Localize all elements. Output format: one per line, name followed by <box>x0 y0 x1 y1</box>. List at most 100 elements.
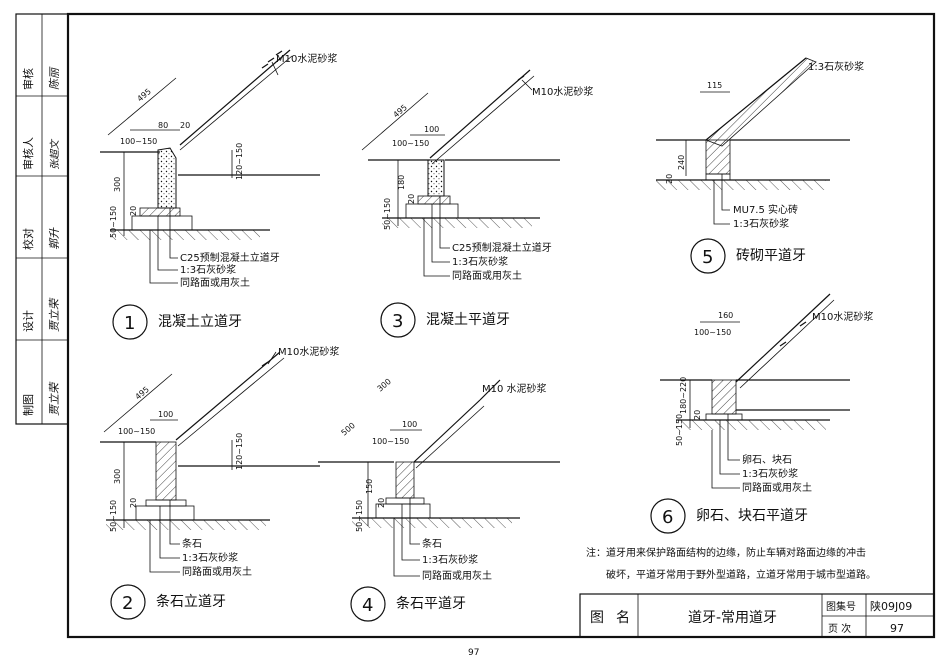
d3-label-2: 同路面或用灰土 <box>452 269 522 282</box>
d6-dim-3: 50~150 <box>675 414 684 446</box>
note-line-2: 破坏，平道牙常用于野外型道路，立道牙常用于城市型道路。 <box>606 568 876 581</box>
detail-5: 115 240 20 1:3石灰砂浆 MU7.5 实心砖 1:3石灰砂浆 5 砖… <box>656 57 864 274</box>
d2-dim-4: 300 <box>113 469 122 484</box>
d2-label-1: 1:3石灰砂浆 <box>182 551 238 564</box>
title-label-ming: 名 <box>616 610 630 626</box>
d1-dim-6: 50~150 <box>109 206 118 238</box>
d3-label-1: 1:3石灰砂浆 <box>452 255 508 268</box>
side-role-3: 校对 <box>21 228 35 250</box>
d4-number-circle <box>350 586 386 622</box>
d4-dim-4: 150 <box>365 479 374 494</box>
side-sig-4: 贾立荣 <box>48 297 61 332</box>
d2-dim-2: 100~150 <box>118 427 155 436</box>
d2-dim-3: 120~150 <box>235 433 244 470</box>
d6-title: 卵石、块石平道牙 <box>696 508 808 524</box>
side-role-5: 制图 <box>22 394 35 416</box>
page-label: 页 次 <box>828 622 851 635</box>
d3-label-0: C25预制混凝土立道牙 <box>452 241 552 254</box>
detail-4: 300 500 100 100~150 150 50~150 20 M10 水泥… <box>318 377 560 622</box>
d5-number: 5 <box>702 247 713 268</box>
d4-label-0: 条石 <box>422 537 442 550</box>
d6-label-0: 卵石、块石 <box>742 454 792 466</box>
d3-dim-0: 495 <box>392 103 409 120</box>
d6-mortar: M10水泥砂浆 <box>812 310 873 323</box>
d3-mortar: M10水泥砂浆 <box>532 85 593 98</box>
d1-dim-1: 80 <box>158 121 168 130</box>
side-sig-1: 陈丽 <box>48 66 61 90</box>
side-sig-3: 郭升 <box>48 227 61 250</box>
detail-3: 495 100 100~150 180 50~150 20 M10水泥砂浆 C2… <box>361 69 593 338</box>
detail-6: 160 100~150 180~220 50~150 20 M10水泥砂浆 卵石… <box>650 293 873 534</box>
d2-number: 2 <box>122 593 133 614</box>
d2-dim-0: 495 <box>134 385 151 402</box>
d5-dim-2: 20 <box>665 174 674 184</box>
side-sig-5: 贾立荣 <box>48 381 61 416</box>
note-block: 注：道牙用来保护路面结构的边缘，防止车辆对路面边缘的冲击 破坏，平道牙常用于野外… <box>586 546 876 581</box>
side-panel: 审核 陈丽 审核人 张超文 校对 郭升 设计 贾立荣 制图 贾立荣 <box>15 13 69 425</box>
drawing-name: 道牙-常用道牙 <box>688 610 777 626</box>
d5-label-0: MU7.5 实心砖 <box>733 203 798 216</box>
title-label-tu: 图 <box>590 610 604 626</box>
d3-title: 混凝土平道牙 <box>426 312 510 328</box>
d3-dim-2: 100~150 <box>392 139 429 148</box>
d1-number-circle <box>112 304 148 340</box>
atlas-value: 陕09J09 <box>870 599 912 613</box>
side-role-1: 审核 <box>21 68 35 90</box>
d1-dim-7: 20 <box>129 206 138 216</box>
detail-2: 495 100 100~150 300 50~150 20 120~150 M1… <box>100 345 339 620</box>
page-value: 97 <box>890 622 904 635</box>
d4-mortar: M10 水泥砂浆 <box>482 382 547 395</box>
d1-label-1: 1:3石灰砂浆 <box>180 263 236 276</box>
d4-dim-1: 500 <box>340 421 357 438</box>
side-sig-2: 张超文 <box>49 138 61 170</box>
d6-dim-0: 160 <box>718 311 733 320</box>
d6-label-2: 同路面或用灰土 <box>742 481 812 494</box>
d6-number-circle <box>650 498 686 534</box>
d4-number: 4 <box>362 595 373 616</box>
footer-page-number: 97 <box>468 648 479 658</box>
d1-dim-5: 300 <box>113 177 122 192</box>
d3-dim-1: 100 <box>424 125 439 134</box>
d5-mortar: 1:3石灰砂浆 <box>808 60 864 73</box>
d5-label-1: 1:3石灰砂浆 <box>733 217 789 230</box>
d6-dim-2: 180~220 <box>679 377 688 414</box>
d2-label-2: 同路面或用灰土 <box>182 565 252 578</box>
d5-number-circle <box>690 238 726 274</box>
side-cell-3: 校对 郭升 <box>21 227 61 250</box>
d4-dim-3: 100~150 <box>372 437 409 446</box>
d3-dim-4: 50~150 <box>383 198 392 230</box>
d1-dim-4: 120~150 <box>235 143 244 180</box>
d5-dim-1: 240 <box>677 155 686 170</box>
d4-title: 条石平道牙 <box>396 595 466 612</box>
d3-dim-5: 20 <box>407 194 416 204</box>
side-cell-4: 设计 贾立荣 <box>22 297 61 332</box>
d1-dim-3: 100~150 <box>120 137 157 146</box>
d6-label-1: 1:3石灰砂浆 <box>742 467 798 480</box>
d1-label-2: 同路面或用灰土 <box>180 276 250 289</box>
d4-dim-0: 300 <box>376 377 393 394</box>
d6-number: 6 <box>662 507 673 528</box>
d3-number: 3 <box>392 311 403 332</box>
d6-dim-4: 20 <box>693 410 702 420</box>
d1-dim-2: 20 <box>180 121 190 130</box>
d5-title: 砖砌平道牙 <box>736 248 806 264</box>
d6-dim-1: 100~150 <box>694 328 731 337</box>
note-line-1: 注：道牙用来保护路面结构的边缘，防止车辆对路面边缘的冲击 <box>586 546 866 559</box>
atlas-label: 图集号 <box>826 600 856 613</box>
d4-label-2: 同路面或用灰土 <box>422 569 492 582</box>
d3-number-circle <box>380 302 416 338</box>
d4-dim-2: 100 <box>402 420 417 429</box>
d2-dim-1: 100 <box>158 410 173 419</box>
detail-1: 495 80 20 100~150 300 50~150 20 120~150 … <box>100 49 337 340</box>
side-role-2: 审核人 <box>21 137 35 170</box>
side-cell-5: 制图 贾立荣 <box>22 381 61 416</box>
d2-mortar: M10水泥砂浆 <box>278 345 339 358</box>
d2-number-circle <box>110 584 146 620</box>
d3-dim-3: 180 <box>397 175 406 190</box>
d4-label-1: 1:3石灰砂浆 <box>422 553 478 566</box>
d2-dim-5: 50~150 <box>109 500 118 532</box>
d4-dim-5: 50~150 <box>355 500 364 532</box>
d1-label-0: C25预制混凝土立道牙 <box>180 251 280 264</box>
d1-number: 1 <box>124 313 135 334</box>
